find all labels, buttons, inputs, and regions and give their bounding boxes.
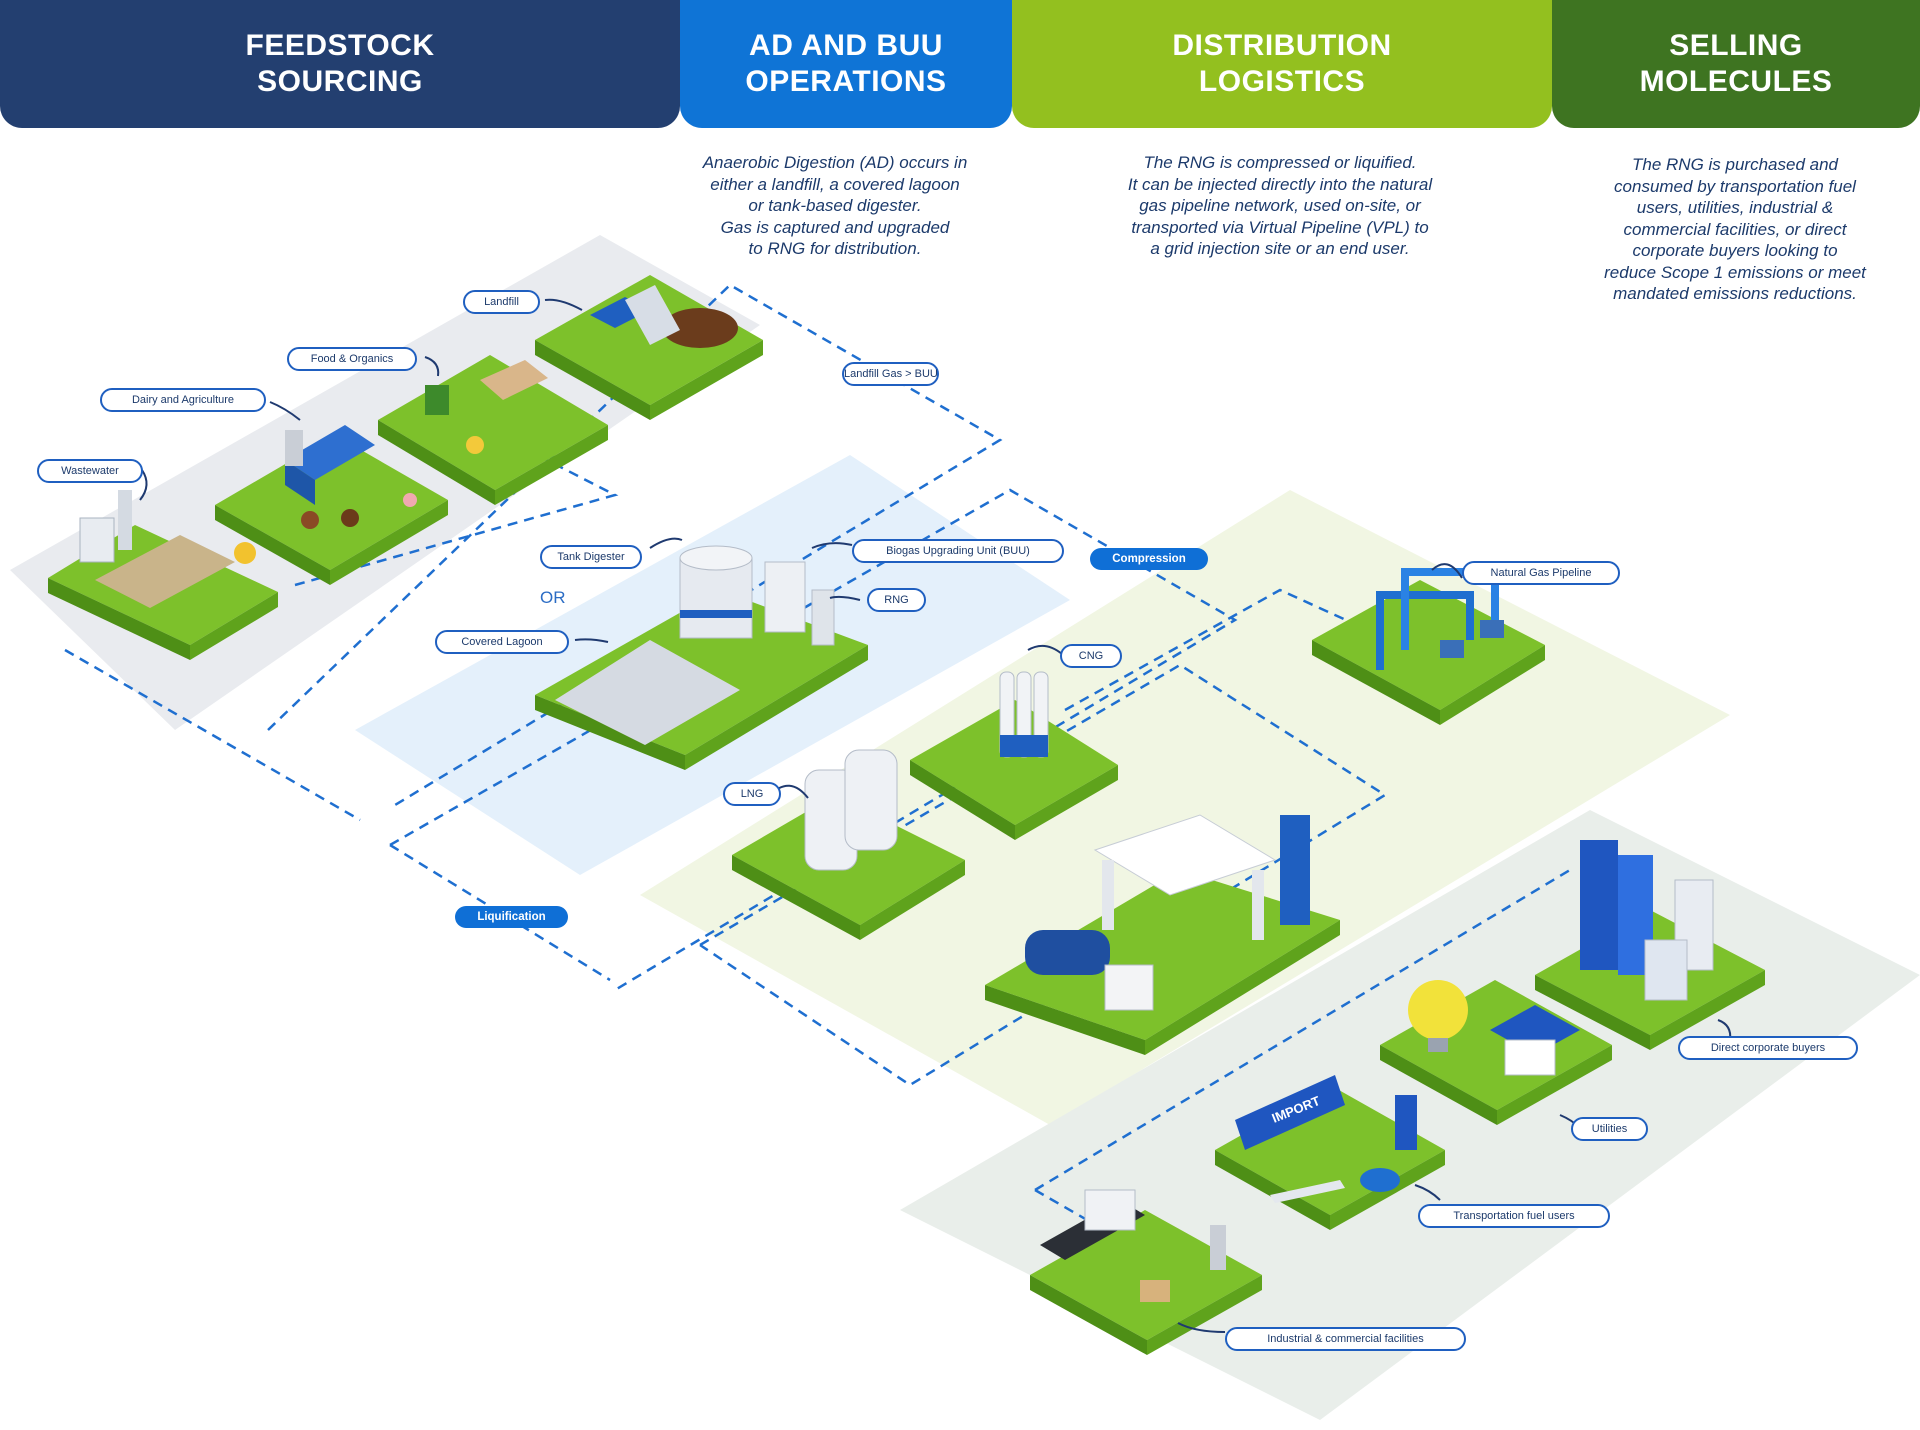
label-direct-corporate-buyers: Direct corporate buyers (1678, 1036, 1858, 1060)
fuel-station-tile (985, 814, 1340, 1055)
cng-tile (910, 671, 1118, 840)
natural-gas-pipeline-tile (1312, 568, 1545, 725)
description-line: Gas is captured and upgraded (720, 217, 950, 237)
description-line: to RNG for distribution. (748, 239, 922, 258)
digester-buu-tile (535, 545, 868, 770)
label-food-organics: Food & Organics (287, 347, 417, 371)
header-selling-molecules: SELLING MOLECULES (1552, 0, 1920, 128)
label-liquification: Liquification (455, 906, 568, 928)
label-wastewater: Wastewater (37, 459, 143, 483)
header-feedstock-sourcing: FEEDSTOCK SOURCING (0, 0, 680, 128)
description-ad-buu: Anaerobic Digestion (AD) occurs in eithe… (680, 152, 990, 260)
transportation-tile: IMPORT (1215, 1075, 1445, 1230)
header-line: MOLECULES (1639, 65, 1833, 98)
header-line: LOGISTICS (1198, 65, 1366, 98)
description-distribution: The RNG is compressed or liquified. It c… (1115, 152, 1445, 260)
dairy-agriculture-tile (215, 425, 448, 585)
description-line: or tank-based digester. (748, 196, 922, 215)
description-line: gas pipeline network, used on-site, or (1139, 196, 1421, 215)
food-organics-tile (378, 355, 608, 505)
description-line: commercial facilities, or direct (1623, 219, 1847, 239)
description-line: either a landfill, a covered lagoon (710, 174, 960, 194)
label-tank-digester: Tank Digester (540, 545, 642, 569)
description-line: It can be injected directly into the nat… (1127, 174, 1433, 194)
header-line: SELLING (1669, 29, 1803, 62)
description-line: corporate buyers looking to (1632, 241, 1838, 260)
header-line: DISTRIBUTION (1172, 29, 1392, 62)
header-line: FEEDSTOCK (245, 29, 435, 62)
industrial-tile (1030, 1189, 1262, 1355)
corporate-buyers-tile (1535, 840, 1765, 1050)
description-selling: The RNG is purchased and consumed by tra… (1580, 154, 1890, 305)
label-compression: Compression (1090, 548, 1208, 570)
header-line: OPERATIONS (745, 65, 947, 98)
lng-tile (732, 749, 965, 940)
header-distribution-logistics: DISTRIBUTION LOGISTICS (1012, 0, 1552, 128)
header-line: AD AND BUU (749, 29, 943, 62)
description-line: a grid injection site or an end user. (1150, 239, 1410, 258)
landfill-tile (535, 275, 763, 420)
label-biogas-upgrading-unit: Biogas Upgrading Unit (BUU) (852, 539, 1064, 563)
description-line: users, utilities, industrial & (1636, 198, 1834, 217)
description-line: The RNG is compressed or liquified. (1143, 153, 1417, 172)
label-industrial-commercial-facilities: Industrial & commercial facilities (1225, 1327, 1466, 1351)
header-ad-buu-operations: AD AND BUU OPERATIONS (680, 0, 1012, 128)
label-rng: RNG (867, 588, 926, 612)
utilities-tile (1380, 980, 1612, 1125)
label-utilities: Utilities (1571, 1117, 1648, 1141)
description-line: mandated emissions reductions. (1613, 284, 1857, 303)
label-covered-lagoon: Covered Lagoon (435, 630, 569, 654)
label-cng: CNG (1060, 644, 1122, 668)
description-line: transported via Virtual Pipeline (VPL) t… (1131, 217, 1429, 237)
label-or: OR (540, 588, 566, 607)
label-lng: LNG (723, 782, 781, 806)
description-line: reduce Scope 1 emissions or meet (1604, 262, 1866, 282)
label-transportation-fuel-users: Transportation fuel users (1418, 1204, 1610, 1228)
description-line: Anaerobic Digestion (AD) occurs in (702, 153, 968, 172)
label-natural-gas-pipeline: Natural Gas Pipeline (1462, 561, 1620, 585)
label-dairy-agriculture: Dairy and Agriculture (100, 388, 266, 412)
description-line: consumed by transportation fuel (1614, 176, 1856, 196)
header-line: SOURCING (257, 65, 423, 98)
label-landfill-gas-buu: Landfill Gas > BUU (842, 362, 939, 386)
description-line: The RNG is purchased and (1632, 155, 1838, 174)
wastewater-tile (48, 490, 278, 660)
label-landfill: Landfill (463, 290, 540, 314)
